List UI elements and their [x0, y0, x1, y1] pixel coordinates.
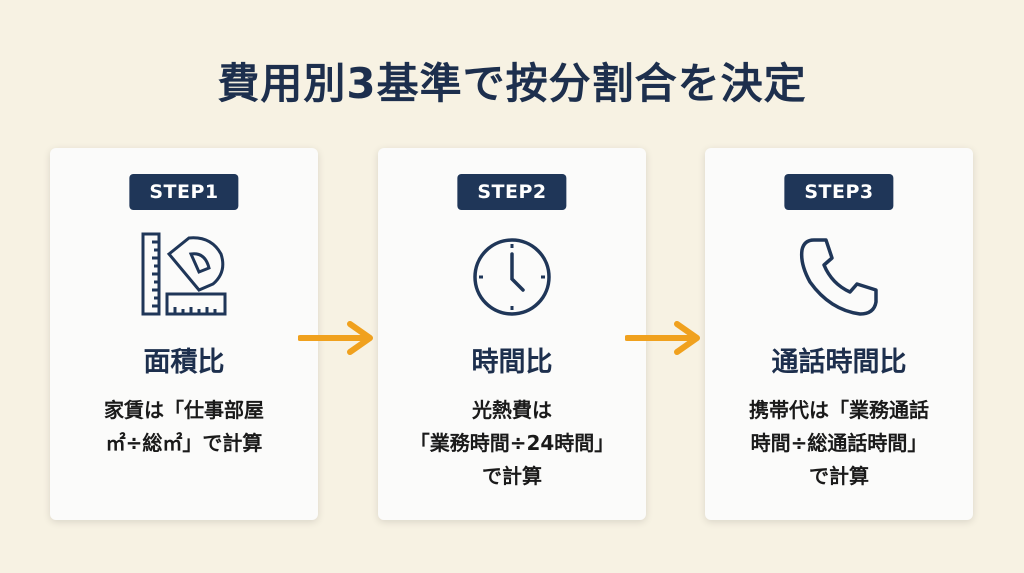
step-card-2: STEP2 時間比 光熱費は 「業務時間÷24時間」 で計算: [378, 148, 646, 520]
page-title: 費用別3基準で按分割合を決定: [217, 59, 807, 108]
desc-line: 時間÷総通話時間」: [750, 431, 928, 455]
step-card-1: STEP1 面積比 家賃は「仕事部屋 ㎡÷総㎡」で計算: [50, 148, 318, 520]
step-badge: STEP3: [784, 174, 894, 210]
step-badge: STEP1: [129, 174, 239, 210]
desc-line: 光熱費は: [472, 398, 552, 422]
ruler-protractor-icon: [141, 232, 227, 316]
step-description: 家賃は「仕事部屋 ㎡÷総㎡」で計算: [50, 394, 318, 460]
desc-line: で計算: [482, 464, 542, 488]
step-heading: 時間比: [471, 347, 553, 378]
arrow-right-icon: [298, 321, 373, 355]
desc-line: 携帯代は「業務通話: [749, 398, 929, 422]
step-heading: 通話時間比: [771, 347, 907, 378]
desc-line: で計算: [809, 464, 869, 488]
phone-icon: [799, 238, 878, 316]
clock-icon: [473, 238, 551, 316]
step-description: 携帯代は「業務通話 時間÷総通話時間」 で計算: [705, 394, 973, 493]
step-card-3: STEP3 通話時間比 携帯代は「業務通話 時間÷総通話時間」 で計算: [705, 148, 973, 520]
step-description: 光熱費は 「業務時間÷24時間」 で計算: [378, 394, 646, 493]
arrow-right-icon: [625, 321, 700, 355]
step-badge: STEP2: [457, 174, 567, 210]
step-heading: 面積比: [143, 347, 225, 378]
desc-line: 「業務時間÷24時間」: [409, 431, 615, 455]
desc-line: 家賃は「仕事部屋: [104, 398, 264, 422]
desc-line: ㎡÷総㎡」で計算: [105, 431, 263, 455]
